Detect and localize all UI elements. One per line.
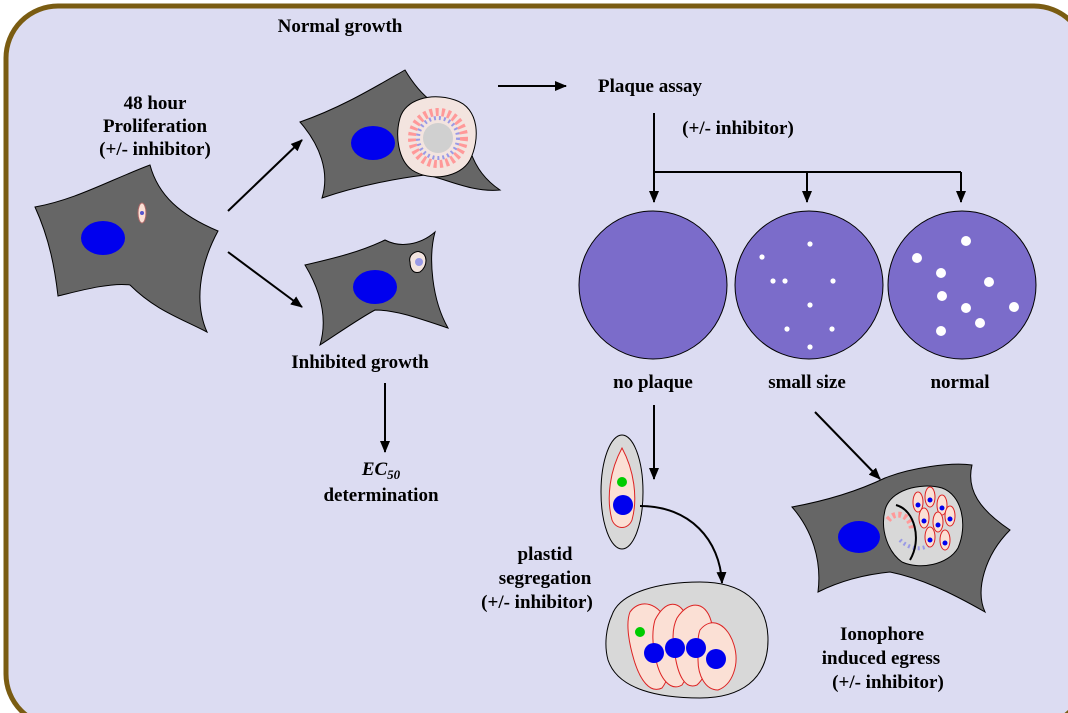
inhibited-growth-label: Inhibited growth [291, 352, 429, 373]
plaque-dish-small-size [735, 211, 883, 359]
svg-text:48 hour: 48 hour [124, 93, 187, 114]
plaque-dish-normal [888, 211, 1036, 359]
no-plaque-label: no plaque [613, 372, 693, 393]
svg-text:plastid: plastid [518, 544, 573, 565]
single-parasite [601, 435, 643, 549]
nucleus-icon [644, 643, 664, 663]
apicoplast-icon [635, 627, 645, 637]
svg-text:segregation: segregation [499, 568, 592, 589]
plastid-segregation-vacuole [606, 582, 768, 698]
plaque-dish-no-plaque [579, 211, 727, 359]
svg-text:Proliferation: Proliferation [103, 116, 208, 137]
svg-text:(+/- inhibitor): (+/- inhibitor) [832, 672, 944, 693]
svg-text:(+/- inhibitor): (+/- inhibitor) [99, 139, 211, 160]
nucleus-icon [838, 521, 880, 553]
nucleus-icon [686, 638, 706, 658]
svg-text:(+/- inhibitor): (+/- inhibitor) [481, 592, 593, 613]
normal-label: normal [930, 372, 989, 393]
plaque-assay-label: Plaque assay [598, 76, 702, 97]
small-size-label: small size [768, 372, 846, 393]
svg-text:induced egress: induced egress [822, 648, 940, 669]
nucleus-icon [613, 495, 633, 515]
nucleus-icon [665, 638, 685, 658]
nucleus-icon [81, 221, 125, 255]
normal-growth-label: Normal growth [278, 16, 403, 37]
apicoplast-icon [617, 477, 627, 487]
nucleus-icon [351, 126, 395, 160]
nucleus-icon [706, 649, 726, 669]
svg-text:Ionophore: Ionophore [840, 624, 924, 645]
plaque-inhibitor-label: (+/- inhibitor) [682, 118, 794, 139]
determination-label: determination [323, 485, 438, 506]
nucleus-icon [353, 270, 397, 304]
